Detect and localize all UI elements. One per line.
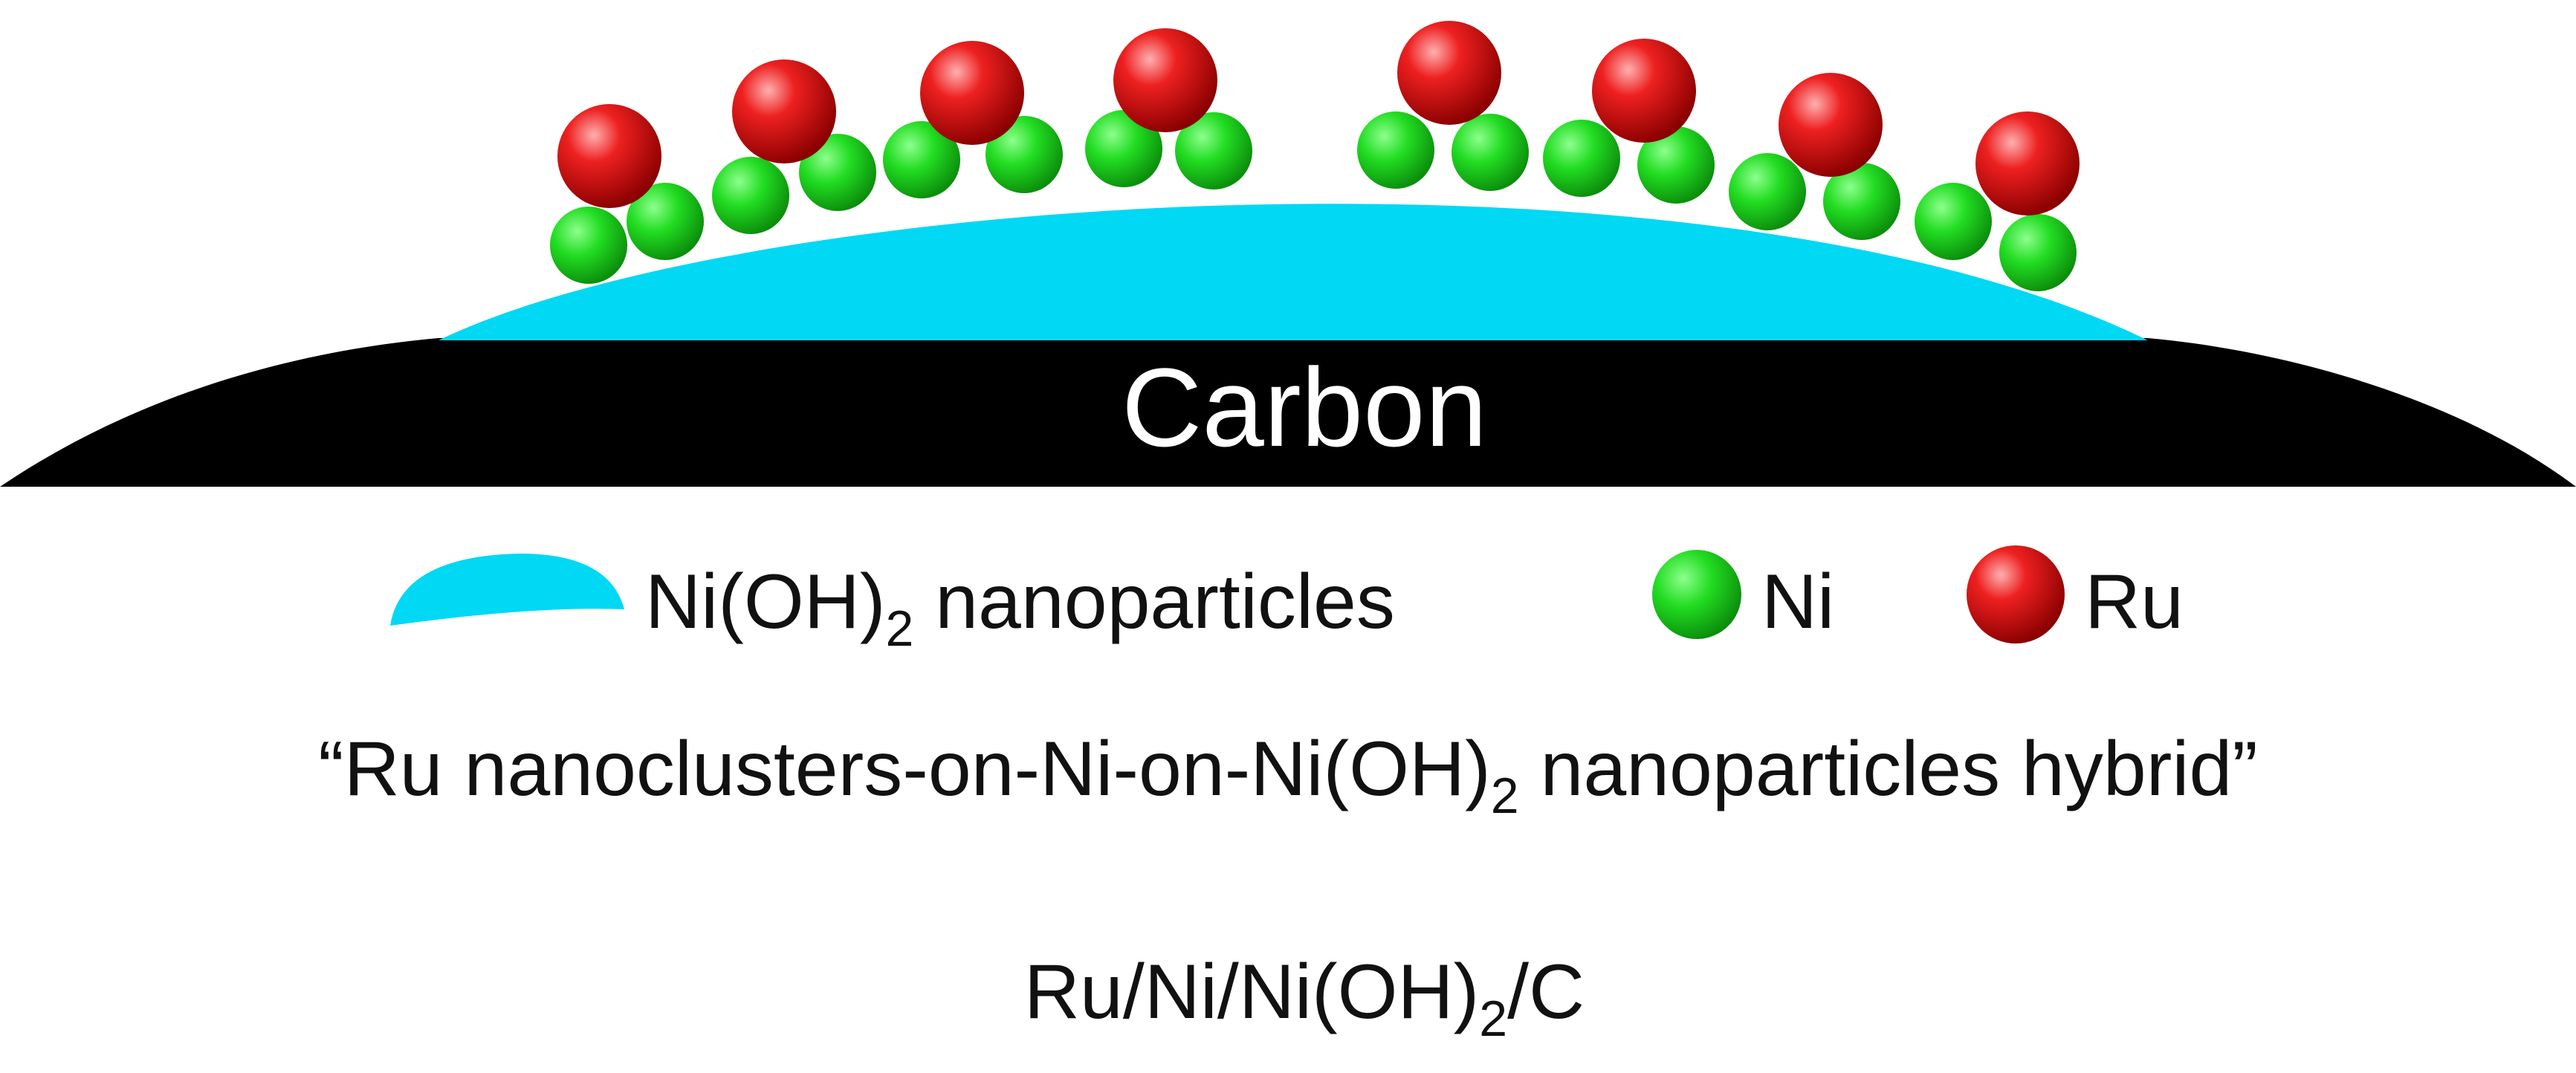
particle-layer [550,21,2080,291]
legend-nioh2-label: Ni(OH)2 nanoparticles [645,559,1395,657]
ru-particle [1779,73,1883,177]
ni-particle [550,207,627,284]
ni-particle [883,121,960,198]
legend-ni-swatch [1652,550,1741,639]
ni-particle [1915,183,1992,260]
ni-particle [1999,214,2077,291]
ru-particle [1113,28,1217,132]
carbon-support [0,338,2576,487]
caption: “Ru nanoclusters-on-Ni-on-Ni(OH)2 nanopa… [318,726,2258,824]
ni-particle [1452,114,1529,191]
ni-particle [1823,163,1900,240]
ni-particle [986,116,1063,193]
ni-particle [712,157,789,234]
ru-particle [1975,111,2080,215]
carbon-label: Carbon [1122,345,1487,470]
legend-ru-swatch [1967,545,2065,644]
ni-particle [1357,111,1434,189]
ru-particle [1397,21,1501,125]
ni-particle [799,134,876,211]
ru-particle [920,41,1024,145]
legend-ru-label: Ru [2085,559,2184,645]
formula: Ru/Ni/Ni(OH)2/C [1024,949,1585,1047]
legend: Ni(OH)2 nanoparticles Ni Ru [390,545,2184,657]
ni-particle [1543,120,1620,197]
legend-nioh2-swatch [390,554,624,626]
ru-particle [557,104,661,208]
ni-particle [627,183,704,260]
legend-ni-label: Ni [1761,559,1834,645]
ru-particle [1592,39,1696,143]
ru-particle [732,59,836,163]
ni-particle [1175,112,1252,189]
nioh2-layer [438,204,2148,340]
ni-particle [1085,110,1162,187]
ni-particle [1637,126,1715,204]
ni-particle [1729,153,1806,230]
